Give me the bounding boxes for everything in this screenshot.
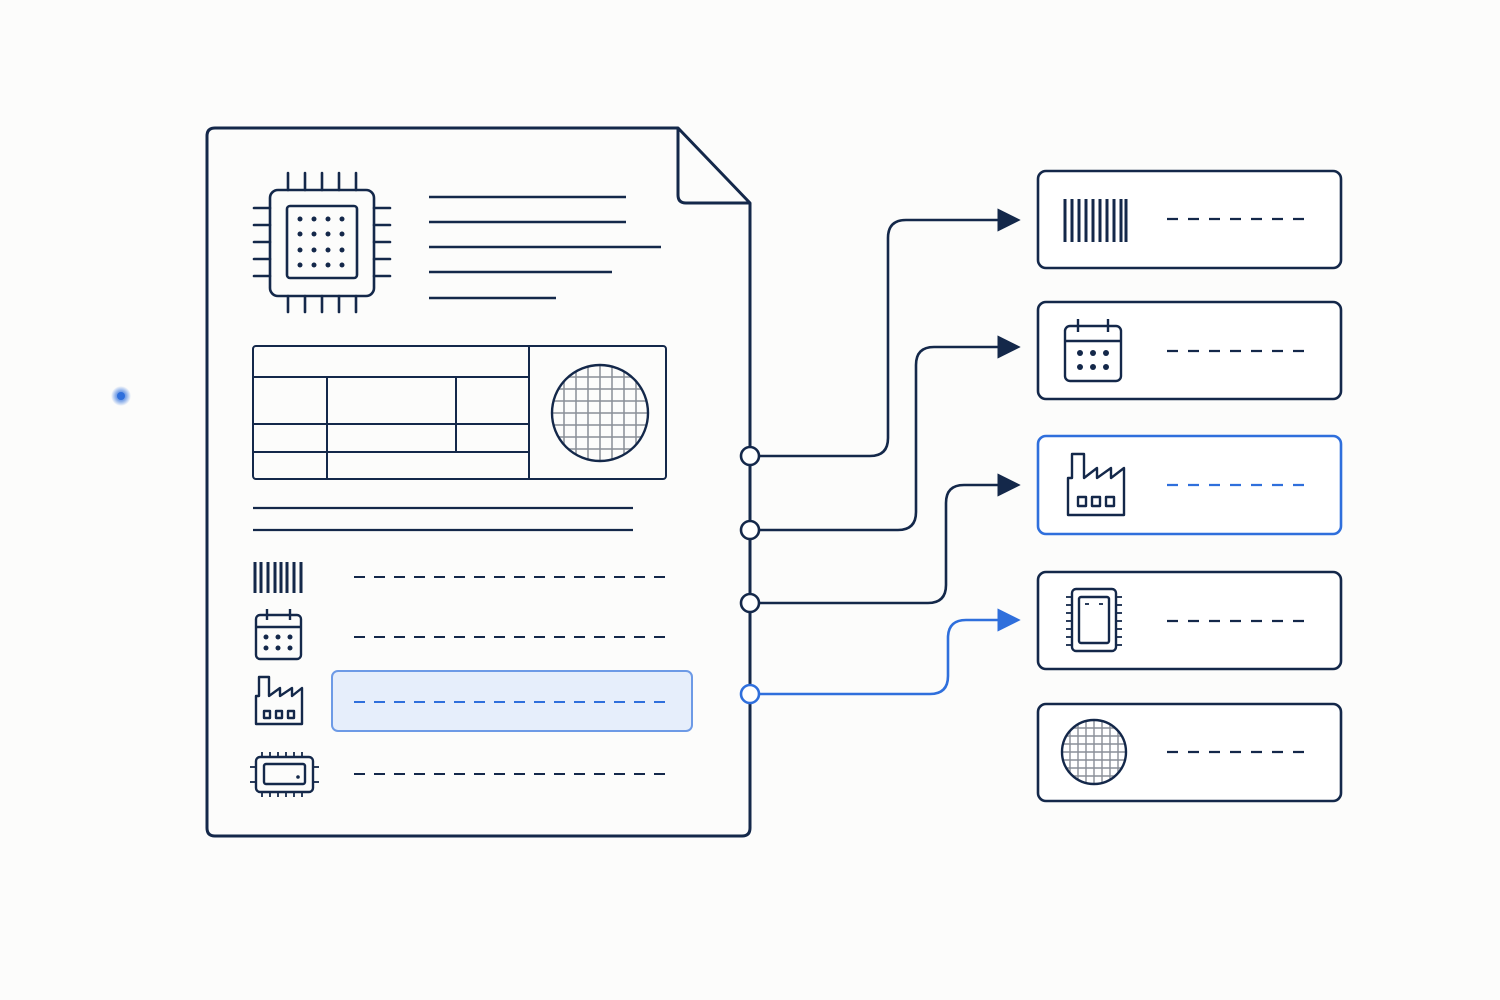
document-table: [252, 345, 667, 480]
document-fold: [676, 128, 750, 205]
barcode-icon: [1063, 199, 1128, 242]
output-card-factory: [1036, 434, 1343, 536]
output-card-chip: [1036, 570, 1343, 671]
body-text-lines: [253, 506, 633, 532]
wafer-icon: [1060, 718, 1128, 786]
connector-calendar: [760, 335, 1021, 532]
microchip-icon: [252, 171, 392, 314]
output-cards: [1036, 169, 1343, 803]
output-card-barcode: [1036, 169, 1343, 270]
chip-package-icon: [250, 752, 319, 797]
scan-beam: [111, 386, 845, 406]
node: [739, 445, 761, 467]
connector-barcode: [760, 208, 1021, 458]
document: [205, 126, 752, 838]
factory-icon: [1066, 452, 1126, 517]
node: [739, 683, 761, 705]
connector-factory: [760, 473, 1021, 605]
wafer-icon: [550, 363, 650, 463]
connector-chip: [760, 608, 1021, 696]
chip-package-icon: [1066, 587, 1122, 653]
barcode-icon: [253, 562, 303, 593]
field-highlight: [331, 670, 693, 732]
calendar-icon: [254, 609, 303, 661]
connectors: [760, 208, 1021, 696]
node: [739, 519, 761, 541]
calendar-icon: [1063, 319, 1123, 383]
connector-nodes: [739, 445, 761, 705]
header-text-lines: [429, 195, 661, 300]
document-fields: [250, 562, 693, 797]
output-card-calendar: [1036, 300, 1343, 401]
node: [739, 592, 761, 614]
output-card-wafer: [1036, 702, 1343, 803]
factory-icon: [254, 675, 304, 726]
document-outline: [205, 126, 752, 838]
